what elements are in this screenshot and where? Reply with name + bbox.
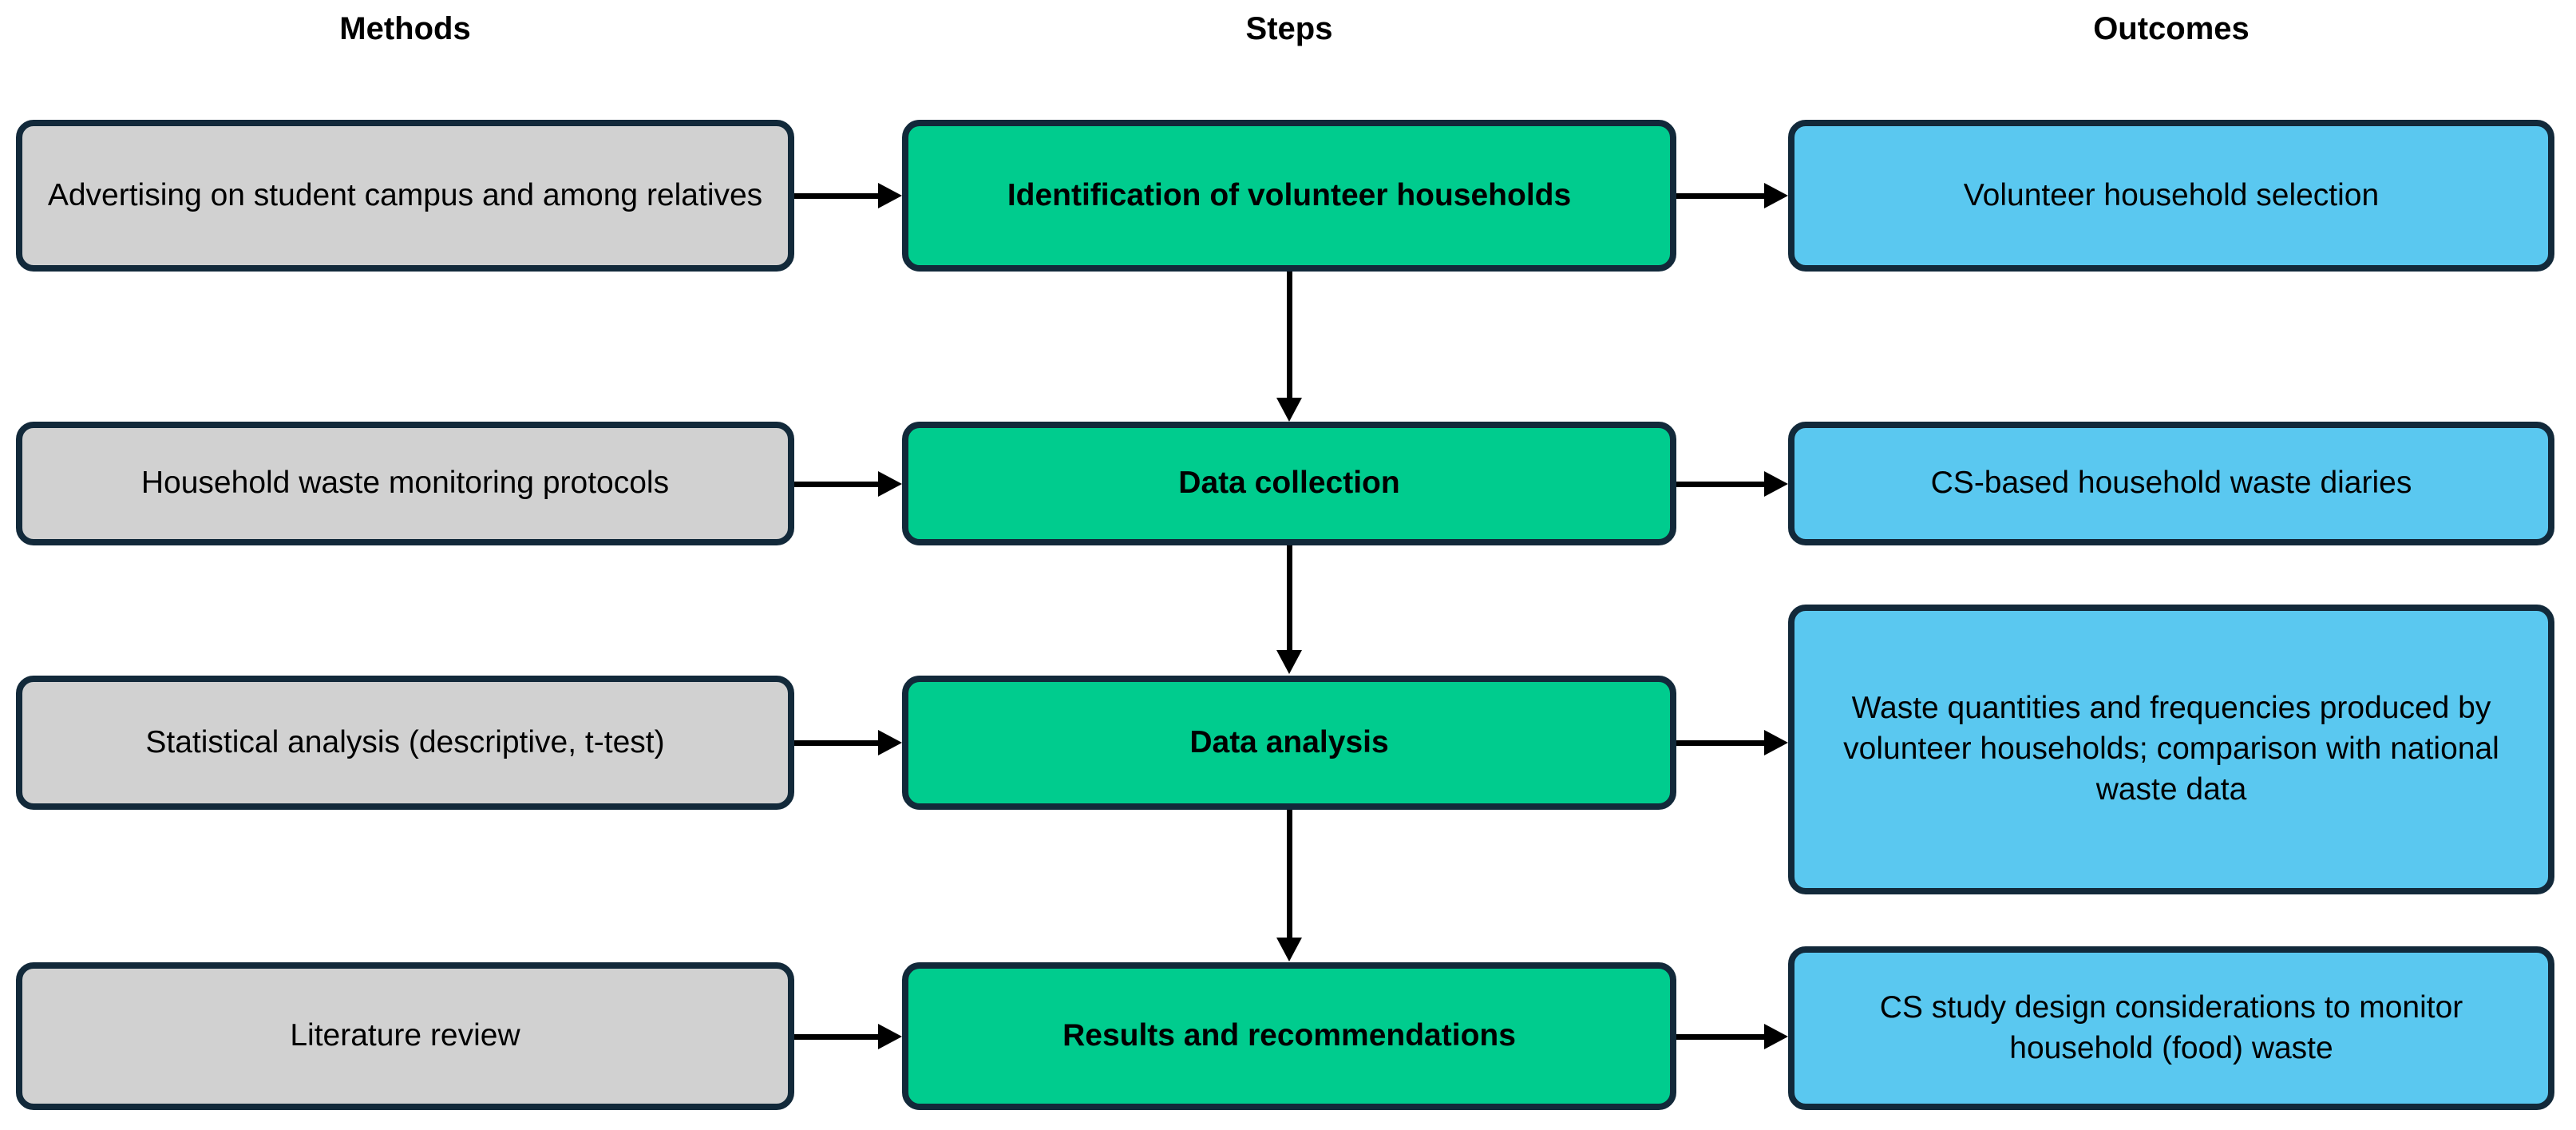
step-node-4-label: Results and recommendations — [1062, 1018, 1516, 1053]
arrow-head — [1276, 650, 1302, 674]
arrow-shaft — [1287, 810, 1292, 941]
arrow-step-3-to-step-4 — [1273, 810, 1305, 963]
arrow-step-to-outcome-4 — [1676, 1021, 1792, 1053]
arrow-shaft — [1676, 482, 1769, 487]
method-node-4[interactable]: Literature review — [16, 962, 794, 1110]
outcome-node-3[interactable]: Waste quantities and frequencies produce… — [1788, 605, 2554, 894]
outcome-node-2[interactable]: CS-based household waste diaries — [1788, 422, 2554, 545]
arrow-shaft — [1287, 272, 1292, 401]
method-node-2-label: Household waste monitoring protocols — [140, 466, 670, 501]
arrow-step-to-outcome-3 — [1676, 727, 1792, 759]
arrow-method-to-step-3 — [794, 727, 906, 759]
arrow-head — [878, 1024, 902, 1049]
outcome-node-3-label: Waste quantities and frequencies produce… — [1843, 691, 2499, 807]
arrow-head — [878, 730, 902, 755]
method-node-2[interactable]: Household waste monitoring protocols — [16, 422, 794, 545]
arrow-head — [1276, 398, 1302, 422]
arrow-head — [1764, 1024, 1788, 1049]
outcome-node-4[interactable]: CS study design considerations to monito… — [1788, 946, 2554, 1110]
arrow-shaft — [1676, 740, 1769, 746]
arrow-head — [1764, 471, 1788, 497]
arrow-shaft — [794, 482, 884, 487]
arrow-head — [1764, 183, 1788, 208]
arrow-shaft — [1676, 1034, 1769, 1040]
arrow-method-to-step-2 — [794, 468, 906, 500]
arrow-head — [1276, 938, 1302, 961]
arrow-method-to-step-4 — [794, 1021, 906, 1053]
outcome-node-1[interactable]: Volunteer household selection — [1788, 120, 2554, 272]
method-node-3-label: Statistical analysis (descriptive, t-tes… — [145, 724, 665, 759]
arrow-step-2-to-step-3 — [1273, 545, 1305, 676]
arrow-shaft — [794, 193, 884, 199]
step-node-1-label: Identification of volunteer households — [1007, 177, 1572, 212]
column-header-outcomes: Outcomes — [2093, 11, 2250, 46]
step-node-2-label: Data collection — [1178, 466, 1400, 501]
arrow-head — [1764, 730, 1788, 755]
arrow-shaft — [794, 740, 884, 746]
arrow-head — [878, 471, 902, 497]
arrow-shaft — [794, 1034, 884, 1040]
arrow-step-to-outcome-1 — [1676, 180, 1792, 212]
outcome-node-4-label: CS study design considerations to monito… — [1879, 989, 2463, 1065]
arrow-shaft — [1287, 545, 1292, 653]
step-node-3-label: Data analysis — [1189, 724, 1389, 759]
outcome-node-2-label: CS-based household waste diaries — [1930, 466, 2412, 501]
step-node-1[interactable]: Identification of volunteer households — [902, 120, 1676, 272]
arrow-step-1-to-step-2 — [1273, 272, 1305, 423]
arrow-step-to-outcome-2 — [1676, 468, 1792, 500]
method-node-3[interactable]: Statistical analysis (descriptive, t-tes… — [16, 676, 794, 810]
step-node-3[interactable]: Data analysis — [902, 676, 1676, 810]
outcome-node-1-label: Volunteer household selection — [1963, 177, 2380, 212]
step-node-4[interactable]: Results and recommendations — [902, 962, 1676, 1110]
method-node-1[interactable]: Advertising on student campus and among … — [16, 120, 794, 272]
method-node-1-label: Advertising on student campus and among … — [47, 177, 763, 212]
column-header-steps: Steps — [1245, 11, 1333, 46]
arrow-shaft — [1676, 193, 1769, 199]
arrow-method-to-step-1 — [794, 180, 906, 212]
step-node-2[interactable]: Data collection — [902, 422, 1676, 545]
method-node-4-label: Literature review — [290, 1018, 520, 1053]
arrow-head — [878, 183, 902, 208]
column-header-methods: Methods — [339, 11, 471, 46]
